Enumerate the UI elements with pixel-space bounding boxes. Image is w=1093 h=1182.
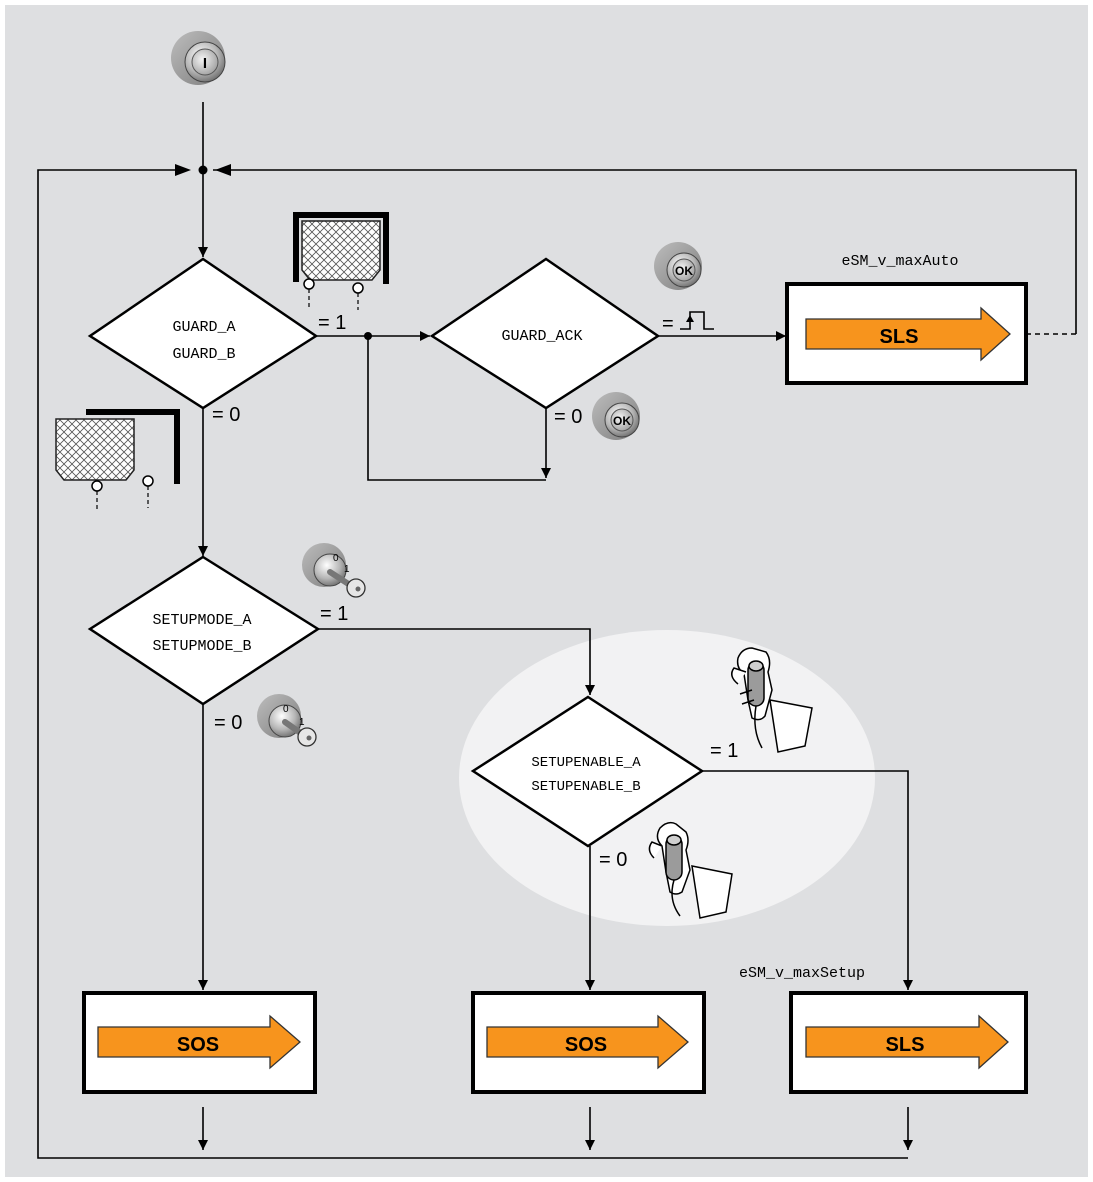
ok-button-top-label: OK [675, 264, 693, 278]
start-button-icon: I [171, 31, 226, 85]
decision-guard-line1: GUARD_A [172, 319, 235, 336]
outcome-sls-auto-label: SLS [880, 326, 919, 348]
junction-top [198, 165, 208, 175]
outcome-sos-setupenable: SOS [471, 991, 706, 1094]
decision-guard: GUARD_A GUARD_B [87, 257, 319, 410]
decision-setupenable-line2: SETUPENABLE_B [531, 779, 640, 795]
key-switch-on-label-0: 0 [333, 553, 339, 564]
rising-edge-pulse-icon [680, 311, 714, 330]
junction-arrow-right [215, 164, 231, 176]
decision-setupmode-line1: SETUPMODE_A [152, 612, 251, 629]
label-setupenable-false: = 0 [599, 849, 627, 871]
label-setupenable-true: = 1 [710, 740, 738, 762]
guard-open-icon [55, 409, 180, 512]
ok-button-bottom-icon: OK [592, 392, 640, 440]
key-switch-on-label-1: 1 [344, 564, 350, 575]
outcome-sos-setupenable-label: SOS [565, 1034, 607, 1056]
key-switch-off-icon: 0 1 [257, 694, 317, 747]
decision-setupmode-line2: SETUPMODE_B [152, 638, 251, 655]
decision-guard-line2: GUARD_B [172, 346, 235, 363]
label-guard-true: = 1 [318, 312, 346, 334]
junction-bypass [364, 332, 372, 340]
connector-right-loop [213, 169, 1077, 334]
connector-setupmode-to-setupenable [318, 628, 595, 695]
decision-setupmode: SETUPMODE_A SETUPMODE_B [87, 555, 321, 706]
guard-closed-icon [293, 212, 389, 310]
key-switch-off-label-0: 0 [283, 704, 289, 715]
flow-connectors [37, 102, 1077, 1159]
label-setupmode-true: = 1 [320, 603, 348, 625]
ok-button-bottom-label: OK [613, 414, 631, 428]
enable-switch-released-icon [648, 821, 733, 919]
rising-edge-arrow [686, 315, 694, 322]
connector-left-loop [37, 169, 908, 1159]
label-ack-false: = 0 [554, 406, 582, 428]
ok-button-top-icon: OK [654, 242, 702, 290]
label-ack-rising-edge: = [662, 313, 674, 335]
label-setupmode-false: = 0 [214, 712, 242, 734]
decision-setupenable-line1: SETUPENABLE_A [531, 755, 641, 771]
outcome-sos-setupmode: SOS [82, 991, 317, 1094]
outcome-sos-setupmode-label: SOS [177, 1034, 219, 1056]
decision-guard-ack: GUARD_ACK [429, 257, 661, 410]
outcome-sls-auto: SLS [785, 282, 1028, 385]
start-button-label: I [203, 55, 207, 72]
param-max-auto: eSM_v_maxAuto [841, 253, 958, 270]
enable-switch-pressed-icon [731, 647, 813, 753]
key-switch-off-label-1: 1 [299, 717, 305, 728]
outcome-sls-setup: SLS [789, 991, 1028, 1094]
label-guard-false: = 0 [212, 404, 240, 426]
junction-arrow-left [175, 164, 191, 176]
outcome-sls-setup-label: SLS [886, 1034, 925, 1056]
key-switch-on-icon: 0 1 [302, 543, 366, 598]
connector-bypass [367, 336, 546, 481]
param-max-setup: eSM_v_maxSetup [739, 965, 865, 982]
decision-guard-ack-line1: GUARD_ACK [501, 328, 582, 345]
connector-setupenable-to-sls [702, 770, 913, 990]
decision-setupenable: SETUPENABLE_A SETUPENABLE_B [470, 695, 705, 848]
